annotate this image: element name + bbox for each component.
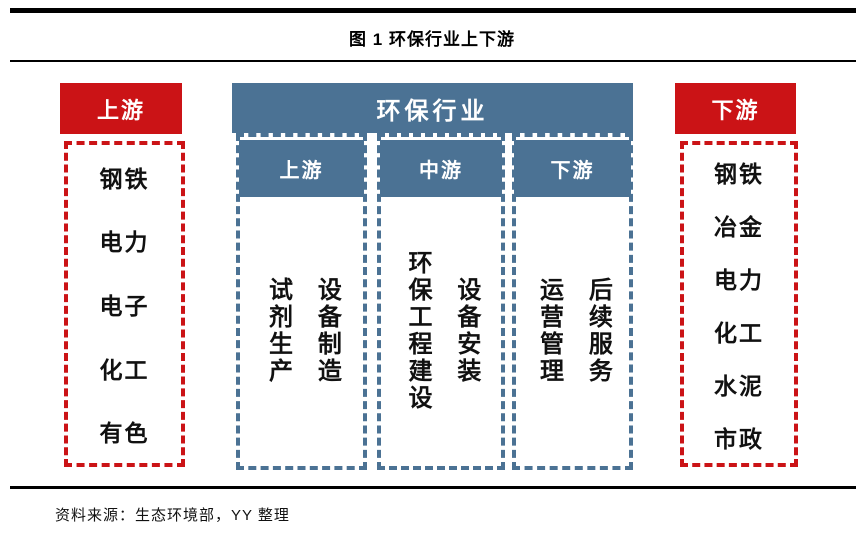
column-midstream-content: 环保工程建设 设备安装 — [377, 200, 505, 462]
list-item: 钢铁 — [714, 160, 764, 187]
column-downstream-header: 下游 — [514, 140, 631, 197]
industry-panel-header: 环保行业 — [232, 83, 633, 133]
list-item: 化工 — [714, 319, 764, 346]
source-note: 资料来源：生态环境部，YY 整理 — [55, 507, 290, 524]
upstream-panel-header: 上游 — [60, 83, 182, 134]
segment-label: 设备安装 — [452, 277, 480, 385]
list-item: 钢铁 — [99, 165, 150, 192]
column-downstream-box — [512, 133, 633, 470]
list-item: 电力 — [714, 266, 764, 293]
downstream-industry-list: 钢铁 冶金 电力 化工 水泥 市政 — [684, 145, 794, 463]
list-item: 水泥 — [714, 372, 764, 399]
column-upstream-box — [236, 133, 367, 470]
figure-title: 图 1 环保行业上下游 — [349, 30, 515, 49]
column-downstream-content: 运营管理 后续服务 — [512, 200, 633, 462]
segment-label: 设备制造 — [313, 277, 341, 385]
downstream-panel-header: 下游 — [675, 83, 796, 134]
segment-label: 试剂生产 — [264, 277, 292, 385]
list-item: 电力 — [99, 229, 150, 256]
source-divider — [10, 486, 856, 489]
list-item: 冶金 — [714, 213, 764, 240]
title-divider — [10, 60, 856, 62]
top-rule — [10, 8, 856, 13]
list-item: 有色 — [99, 420, 150, 447]
upstream-panel-box: 钢铁 电力 电子 化工 有色 — [64, 141, 185, 467]
column-midstream-header: 中游 — [380, 140, 502, 197]
segment-label: 环保工程建设 — [404, 250, 431, 412]
upstream-industry-list: 钢铁 电力 电子 化工 有色 — [68, 145, 181, 463]
list-item: 化工 — [99, 356, 150, 383]
column-upstream-content: 试剂生产 设备制造 — [236, 200, 367, 462]
list-item: 市政 — [714, 425, 764, 452]
column-midstream-box — [377, 133, 505, 470]
list-item: 电子 — [99, 292, 150, 319]
segment-label: 运营管理 — [535, 277, 563, 385]
downstream-panel-box: 钢铁 冶金 电力 化工 水泥 市政 — [680, 141, 798, 467]
segment-label: 后续服务 — [584, 277, 612, 385]
column-upstream-header: 上游 — [239, 140, 364, 197]
